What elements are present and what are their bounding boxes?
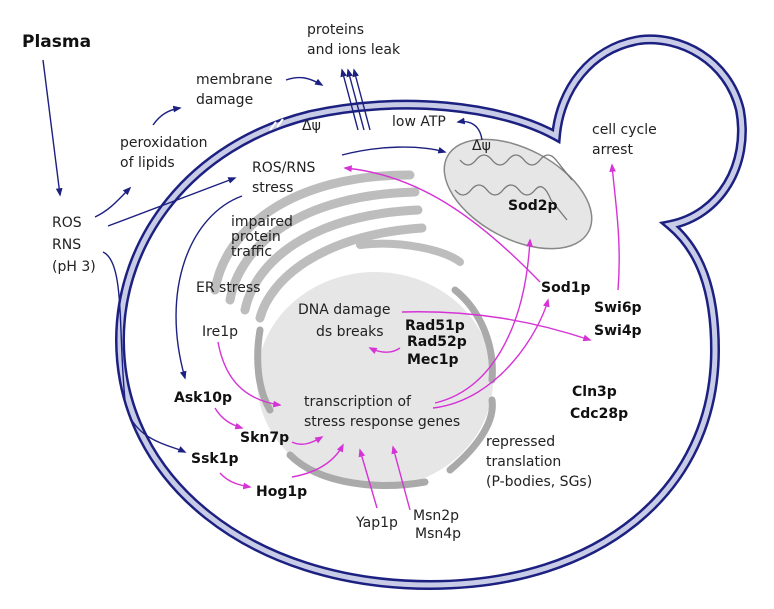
sod1p-label: Sod1p	[541, 280, 591, 296]
nucleus	[254, 272, 496, 489]
repressed-label-1: repressed	[486, 434, 556, 450]
leak-label-1: proteins	[307, 22, 365, 38]
cell-cycle-label-2: arrest	[592, 142, 633, 158]
cell-membrane	[114, 34, 747, 591]
peroxidation-label-2: of lipids	[120, 155, 175, 171]
peroxidation-label-1: peroxidation	[120, 135, 208, 151]
delta-psi-membrane-label: Δψ	[302, 118, 321, 134]
ros-stress-label-2: stress	[252, 180, 294, 196]
yap1p-label: Yap1p	[356, 515, 398, 531]
membrane-damage-label-2: damage	[196, 92, 254, 108]
skn7p-label: Skn7p	[240, 430, 290, 446]
impaired-label-2: protein	[231, 229, 281, 245]
rad51p-label: Rad51p	[405, 318, 465, 334]
low-atp-label: low ATP	[392, 114, 446, 130]
swi4p-label: Swi4p	[594, 323, 642, 339]
ssk1p-label: Ssk1p	[191, 451, 239, 467]
msn2p-label: Msn2p	[413, 508, 460, 524]
mec1p-label: Mec1p	[407, 352, 459, 368]
ph-label: (pH 3)	[52, 259, 96, 275]
ros-stress-label-1: ROS/RNS	[252, 160, 316, 176]
ire1p-label: Ire1p	[202, 324, 238, 340]
repressed-label-3: (P-bodies, SGs)	[486, 474, 593, 490]
er-stress-label: ER stress	[196, 280, 261, 296]
ros-label: ROS	[52, 215, 82, 231]
msn4p-label: Msn4p	[415, 526, 462, 542]
blue-arrows	[42, 59, 483, 453]
impaired-label-3: traffic	[231, 244, 273, 260]
endoplasmic-reticulum	[210, 170, 464, 323]
dna-damage-label-1: DNA damage	[298, 302, 391, 318]
sod2p-label: Sod2p	[508, 198, 558, 214]
leak-label-2: and ions leak	[307, 42, 401, 58]
transcription-label-2: stress response genes	[304, 414, 461, 430]
plasma-label: Plasma	[22, 32, 92, 52]
cdc28p-label: Cdc28p	[570, 406, 629, 422]
transcription-label-1: transcription of	[304, 394, 411, 410]
impaired-label-1: impaired	[231, 214, 293, 230]
delta-psi-mito-label: Δψ	[472, 138, 491, 154]
swi6p-label: Swi6p	[594, 300, 642, 316]
rad52p-label: Rad52p	[407, 334, 467, 350]
hog1p-label: Hog1p	[256, 484, 308, 500]
cln3p-label: Cln3p	[572, 384, 617, 400]
ask10p-label: Ask10p	[174, 390, 232, 406]
cell-cycle-label-1: cell cycle	[592, 122, 657, 138]
dna-damage-label-2: ds breaks	[316, 324, 384, 340]
rns-label: RNS	[52, 237, 82, 253]
membrane-damage-label-1: membrane	[196, 72, 273, 88]
mitochondrion	[443, 138, 593, 250]
magenta-arrows	[214, 163, 620, 511]
repressed-label-2: translation	[486, 454, 562, 470]
